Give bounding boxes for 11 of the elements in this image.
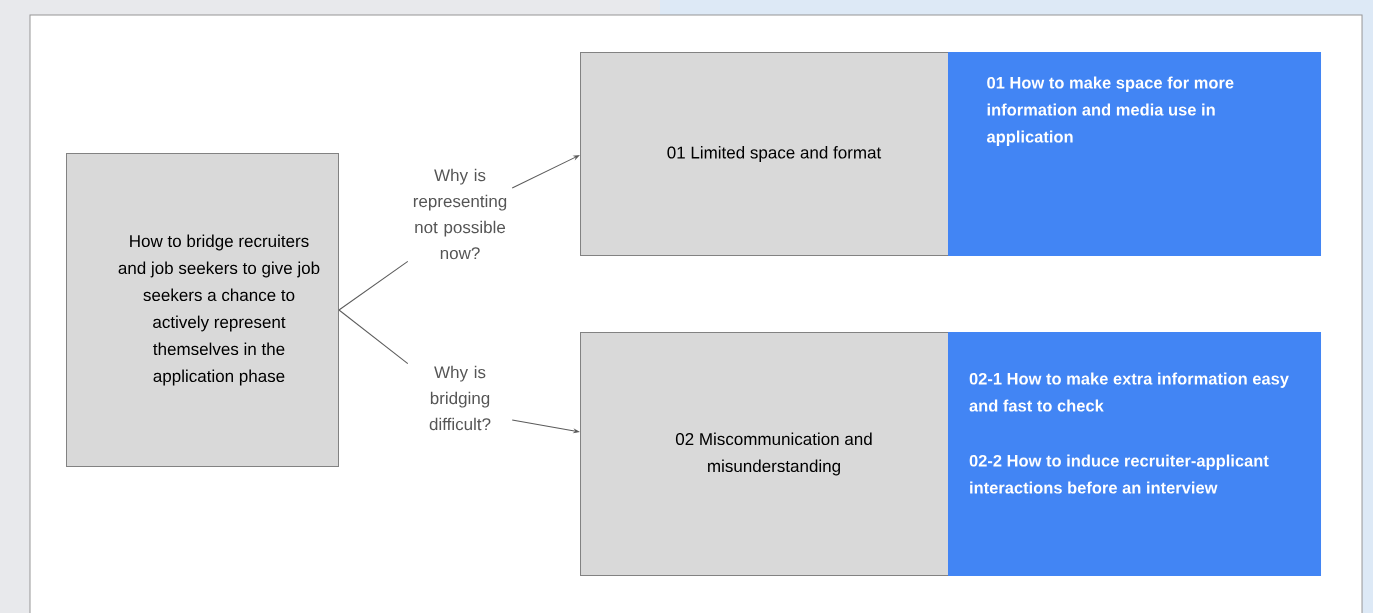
- cause-box: 01 Limited space and format: [580, 52, 949, 256]
- arrow: [511, 419, 580, 433]
- arrow: [511, 155, 580, 189]
- cause-box: 02 Miscommunication and misunderstanding: [580, 332, 949, 576]
- question-text: Why is bridging difficult?: [429, 365, 491, 431]
- connector-line: [338, 309, 409, 365]
- answer-box: 01 How to make space for more information and media use in application: [948, 52, 1321, 256]
- question-text: Why is representing not possible now?: [413, 168, 507, 260]
- question-box: How to bridge recruiters and job seekers to give job seekers a chance to actively represent themselves in the application phase: [66, 153, 339, 467]
- answer-box: 02-1 How to make extra information easy and fast to check 02-2 How to induce recruiter-applicant interactions before an interview: [948, 332, 1321, 576]
- connector-line: [338, 260, 409, 311]
